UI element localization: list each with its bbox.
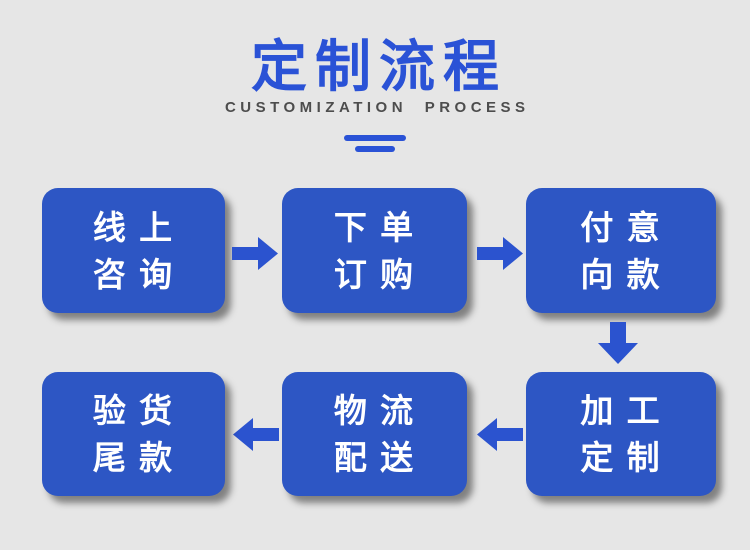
step-text-line: 尾 款	[92, 439, 175, 476]
step-text-line: 定 制	[580, 439, 662, 476]
arrow-left-icon	[477, 418, 523, 451]
divider-line-bottom	[355, 146, 395, 152]
arrow-down-icon	[598, 322, 638, 364]
step-box-logistics-delivery: 物 流 配 送	[282, 372, 467, 496]
page-title: 定制流程	[251, 35, 507, 98]
step-text-line: 线 上	[92, 208, 175, 246]
step-text-line: 验 货	[92, 392, 175, 429]
step-text-line: 向 款	[580, 255, 662, 293]
step-text-line: 物 流	[333, 392, 416, 429]
step-text-line: 下 单	[333, 208, 416, 246]
arrow-right-icon	[477, 237, 523, 270]
arrow-right-icon	[232, 237, 278, 270]
step-box-pay-deposit: 付 意 向 款	[526, 188, 716, 313]
step-box-place-order: 下 单 订 购	[282, 188, 467, 313]
step-box-online-consult: 线 上 咨 询	[42, 188, 225, 313]
step-text-line: 订 购	[333, 255, 416, 293]
step-text-line: 咨 询	[92, 255, 175, 293]
step-text-line: 付 意	[580, 208, 662, 246]
page-subtitle: CUSTOMIZATION PROCESS	[224, 99, 530, 116]
step-box-custom-processing: 加 工 定 制	[526, 372, 716, 496]
arrow-left-icon	[233, 418, 279, 451]
step-text-line: 配 送	[333, 439, 416, 476]
step-text-line: 加 工	[580, 392, 662, 429]
step-box-inspection-final-payment: 验 货 尾 款	[42, 372, 225, 496]
divider-line-top	[344, 135, 406, 141]
